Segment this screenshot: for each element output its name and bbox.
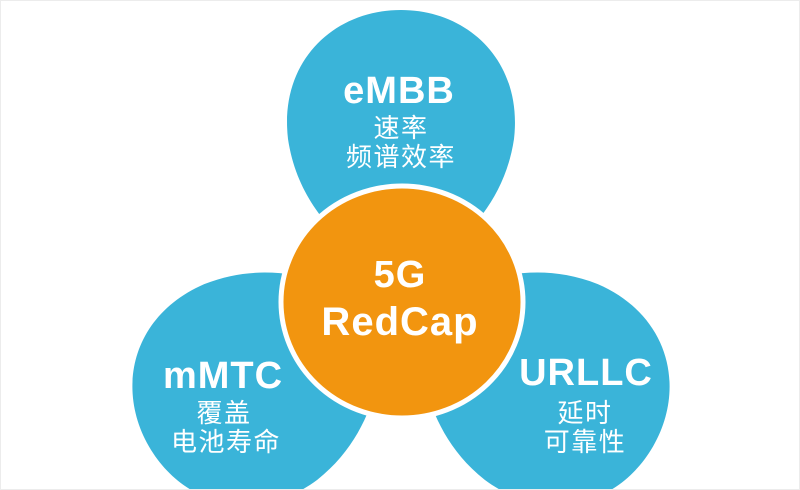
petal-feature-embb-1: 速率 bbox=[373, 113, 429, 143]
petal-title-urllc: URLLC bbox=[519, 352, 653, 394]
petal-title-embb: eMBB bbox=[343, 70, 455, 112]
petal-title-mmtc: mMTC bbox=[162, 355, 284, 397]
petal-feature-mmtc-2: 电池寿命 bbox=[170, 427, 282, 457]
center-badge-line1: 5G bbox=[373, 254, 427, 296]
center-circle bbox=[278, 183, 526, 421]
center-badge-line2: RedCap bbox=[321, 300, 479, 344]
petal-feature-embb-2: 频谱效率 bbox=[345, 142, 457, 172]
petal-feature-urllc-1: 延时 bbox=[557, 398, 613, 428]
petal-feature-mmtc-1: 覆盖 bbox=[196, 398, 252, 428]
petal-feature-urllc-2: 可靠性 bbox=[543, 427, 627, 457]
